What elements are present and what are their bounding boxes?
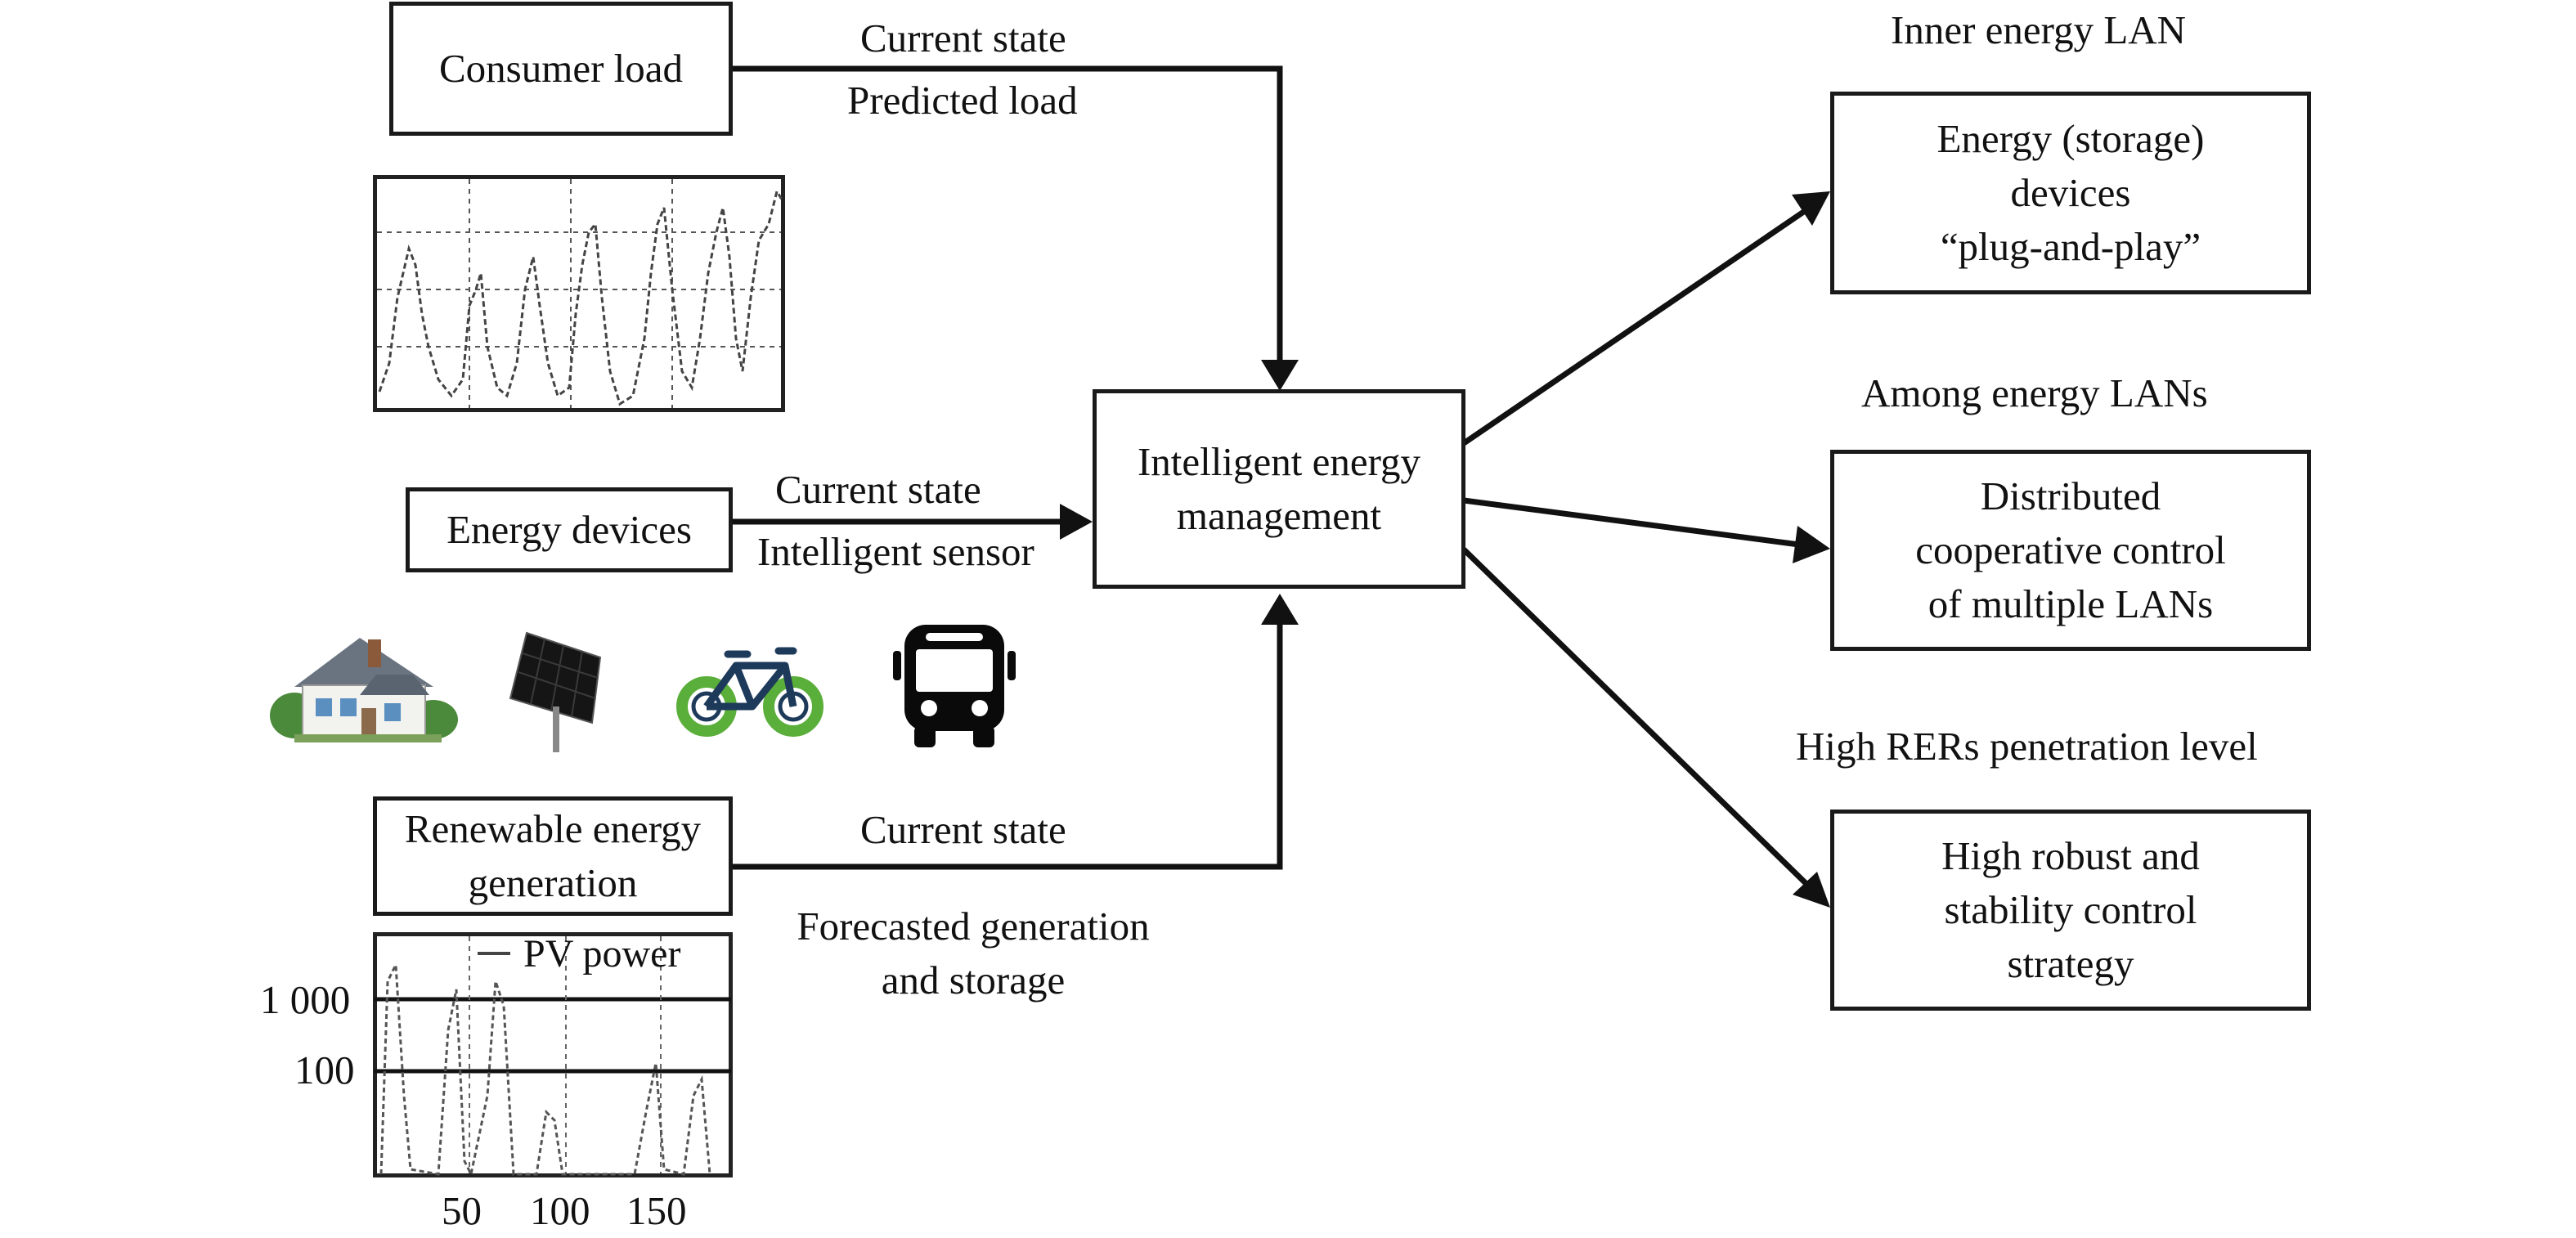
management-to-distributed-line xyxy=(1463,497,1800,548)
robust-label-line2: stability control xyxy=(1944,887,2197,932)
pv-xtick-50: 50 xyxy=(442,1188,482,1233)
management-label-line2: management xyxy=(1176,493,1382,538)
management-to-robust-line xyxy=(1461,547,1808,886)
storage-arrowhead xyxy=(1792,191,1830,226)
consumer-current-state-label: Current state xyxy=(860,16,1066,61)
house-icon xyxy=(270,638,458,742)
renewable-label-line2: generation xyxy=(468,860,638,905)
robust-label-line1: High robust and xyxy=(1941,833,2200,878)
robust-arrowhead xyxy=(1793,872,1830,908)
among-lans-heading: Among energy LANs xyxy=(1861,370,2208,415)
renewable-generation-box: Renewable energy generation xyxy=(373,796,733,916)
solar-panel-icon xyxy=(509,631,602,752)
management-label-line1: Intelligent energy xyxy=(1137,439,1421,484)
pv-ytick-1000: 1 000 xyxy=(260,977,351,1022)
distributed-label-line3: of multiple LANs xyxy=(1928,581,2214,626)
pv-xtick-150: 150 xyxy=(626,1188,687,1233)
distributed-label-line1: Distributed xyxy=(1980,473,2161,518)
forecast-line2: and storage xyxy=(881,958,1066,1003)
predicted-load-label: Predicted load xyxy=(847,78,1078,123)
pv-xtick-100: 100 xyxy=(530,1188,590,1233)
load-profile-plot xyxy=(373,175,785,412)
forecast-line1: Forecasted generation xyxy=(797,904,1150,949)
devices-current-state-label: Current state xyxy=(775,467,981,512)
robust-label-line3: strategy xyxy=(2007,941,2134,986)
renewable-label-line1: Renewable energy xyxy=(404,806,702,851)
consumer-to-management-line xyxy=(727,65,1283,360)
devices-arrowhead xyxy=(1060,504,1093,540)
high-rers-heading: High RERs penetration level xyxy=(1796,724,2258,769)
management-to-storage-line xyxy=(1462,207,1809,446)
consumer-arrowhead xyxy=(1261,360,1299,391)
bus-icon xyxy=(893,625,1016,747)
storage-label-line2: devices xyxy=(2010,170,2131,215)
pv-legend-label: PV power xyxy=(523,932,681,976)
energy-devices-label: Energy devices xyxy=(447,507,692,552)
renewable-arrowhead xyxy=(1261,594,1299,625)
bicycle-icon xyxy=(676,647,824,737)
renewable-to-management-line xyxy=(727,625,1283,870)
distributed-label-line2: cooperative control xyxy=(1915,527,2226,572)
robust-control-box: High robust and stability control strate… xyxy=(1830,810,2311,1011)
storage-devices-box: Energy (storage) devices “plug-and-play” xyxy=(1830,92,2311,294)
distributed-arrowhead xyxy=(1793,526,1830,563)
inner-lan-heading: Inner energy LAN xyxy=(1891,7,2187,52)
forecasted-generation-label: Forecasted generation and storage xyxy=(769,899,1178,1007)
storage-label-line1: Energy (storage) xyxy=(1936,116,2205,161)
distributed-control-box: Distributed cooperative control of multi… xyxy=(1830,450,2311,651)
intelligent-sensor-label: Intelligent sensor xyxy=(757,529,1034,574)
storage-label-line3: “plug-and-play” xyxy=(1940,224,2201,269)
renewable-current-state-label: Current state xyxy=(860,807,1066,852)
consumer-load-label: Consumer load xyxy=(438,46,684,91)
consumer-load-box: Consumer load xyxy=(389,2,733,136)
pv-power-plot xyxy=(373,932,733,1177)
energy-devices-box: Energy devices xyxy=(406,487,733,572)
intelligent-management-box: Intelligent energy management xyxy=(1093,389,1465,589)
pv-ytick-100: 100 xyxy=(294,1047,355,1092)
